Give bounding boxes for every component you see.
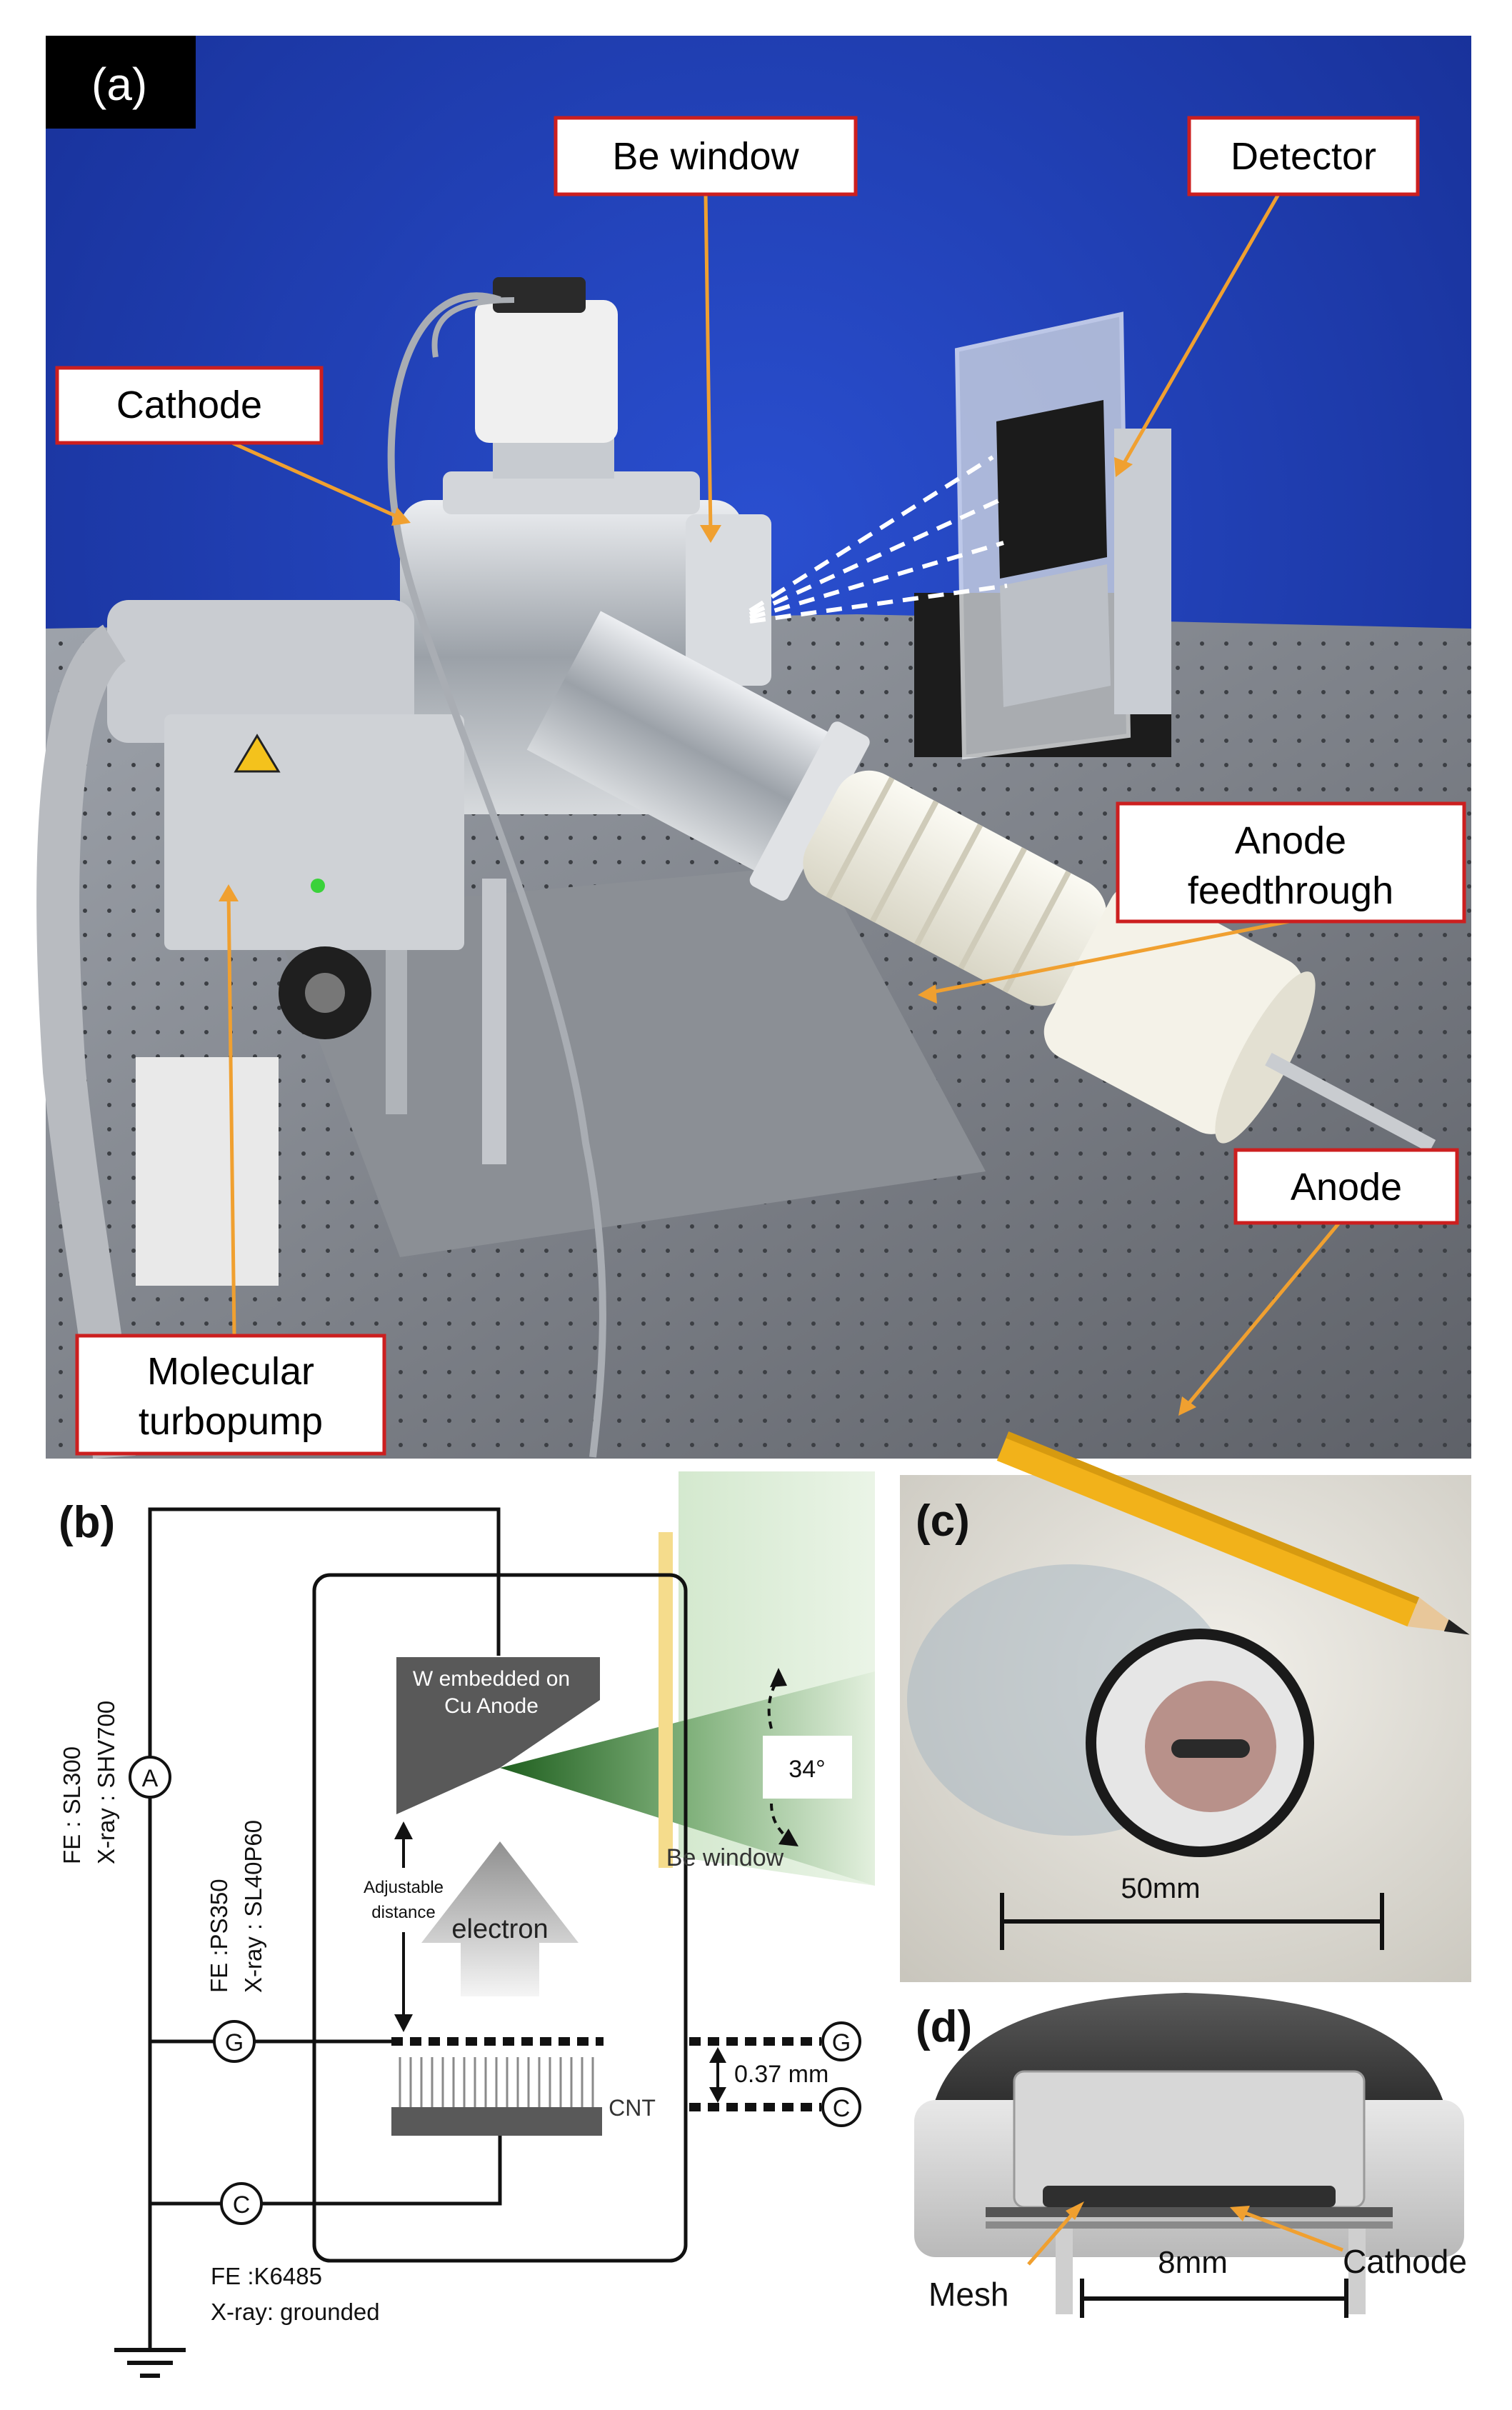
- detector-assembly: [914, 311, 1171, 760]
- panel-c-tag: (c): [916, 1496, 970, 1546]
- callout-leaders: [226, 193, 1341, 1409]
- gauge-cable: [387, 292, 606, 1458]
- supply-a-fe: FE : SL300: [59, 1746, 85, 1864]
- scale-bar-c: [1000, 1893, 1384, 1950]
- be-window: [659, 1532, 673, 1868]
- callout-cathode: Cathode: [55, 366, 324, 445]
- svg-text:feedthrough: feedthrough: [1188, 869, 1393, 912]
- svg-text:Be window: Be window: [612, 135, 799, 178]
- panel-b-tag: (b): [59, 1498, 115, 1547]
- scale-bar-d: [1080, 2279, 1348, 2318]
- supply-g-fe: FE :PS350: [206, 1879, 232, 1993]
- turbopump-body: [107, 600, 414, 743]
- panel-b-schematic: (b) W embedded on Cu Anode: [59, 1471, 875, 2378]
- turbopump-controller: [164, 714, 464, 950]
- panel-a-tag-box: [46, 36, 196, 129]
- xray-path-lines: [749, 455, 1008, 624]
- svg-text:Cathode: Cathode: [116, 384, 262, 426]
- detector-sensor: [996, 400, 1107, 579]
- ground-symbol: [114, 2348, 186, 2378]
- electron-label: electron: [451, 1914, 548, 1944]
- pencil: [996, 1431, 1470, 1635]
- svg-text:C: C: [233, 2191, 251, 2219]
- svg-text:turbopump: turbopump: [139, 1400, 323, 1443]
- callout-be-window: Be window: [554, 116, 858, 196]
- supply-c-fe: FE :K6485: [211, 2263, 322, 2289]
- supply-c-xray: X-ray: grounded: [211, 2299, 380, 2325]
- panel-d-pointers: [1027, 2206, 1343, 2266]
- svg-text:Detector: Detector: [1231, 135, 1376, 178]
- svg-text:G: G: [832, 2029, 851, 2056]
- cnt-emitter: [391, 2057, 602, 2136]
- svg-text:G: G: [225, 2029, 244, 2056]
- adjustable-label-1: Adjustable: [364, 1878, 444, 1897]
- vacuum-gauge: [475, 300, 618, 443]
- gap-meter-g: G: [821, 2021, 861, 2061]
- panel-a-photo: [36, 36, 1471, 1459]
- anode-label-1: W embedded on: [413, 1667, 570, 1691]
- panel-a-tag: (a): [91, 59, 147, 110]
- cathode-label: Cathode: [1343, 2243, 1467, 2280]
- supply-g-xray: X-ray : SL40P60: [240, 1820, 266, 1993]
- circuit-wires: [148, 1507, 502, 2350]
- scale-label-d: 8mm: [1158, 2245, 1228, 2280]
- angle-label-box: [763, 1736, 852, 1799]
- angle-label: 34°: [788, 1756, 825, 1783]
- electronics-box: [136, 1057, 279, 1286]
- callout-detector: Detector: [1187, 116, 1420, 196]
- electron-arrow: [421, 1841, 579, 1996]
- gap-meter-c: C: [821, 2087, 861, 2127]
- panel-c-photo: [900, 1431, 1471, 1982]
- cnt-label: CNT: [609, 2095, 656, 2121]
- cnt-layer: [1043, 2186, 1336, 2207]
- chamber-base-plate: [271, 864, 986, 1257]
- warning-sticker: [234, 734, 281, 773]
- svg-text:C: C: [833, 2095, 851, 2122]
- callout-anode: Anode: [1233, 1148, 1459, 1225]
- callout-turbopump: Molecular turbopump: [75, 1334, 386, 1456]
- anode-label-2: Cu Anode: [444, 1694, 539, 1718]
- be-window-flange: [686, 514, 771, 686]
- anode-arm: [526, 611, 1436, 1153]
- scale-label-c: 50mm: [1121, 1873, 1200, 1904]
- top-flange: [443, 471, 700, 514]
- svg-text:Molecular: Molecular: [147, 1350, 314, 1393]
- angle-arrows: [767, 1677, 791, 1841]
- meter-c: C: [220, 2182, 263, 2225]
- callout-anode-feedthrough: Anode feedthrough: [1116, 801, 1466, 924]
- svg-text:Anode: Anode: [1291, 1166, 1402, 1209]
- be-window-label: Be window: [666, 1844, 784, 1871]
- anode-rod: [1265, 1052, 1436, 1153]
- panel-d-tag: (d): [916, 2002, 972, 2051]
- ammeter-a: A: [129, 1756, 171, 1799]
- mesh-label: Mesh: [928, 2276, 1008, 2313]
- callout-leader-heads: [219, 457, 1196, 1416]
- gap-label: 0.37 mm: [734, 2061, 828, 2088]
- panel-d-render: [896, 1993, 1471, 2329]
- adjustable-label-2: distance: [371, 1903, 435, 1922]
- svg-text:A: A: [142, 1765, 159, 1792]
- supply-a-xray: X-ray : SHV700: [93, 1701, 119, 1864]
- meter-g: G: [213, 2020, 256, 2063]
- w-cu-anode: [396, 1657, 600, 1814]
- svg-text:Anode: Anode: [1235, 819, 1346, 862]
